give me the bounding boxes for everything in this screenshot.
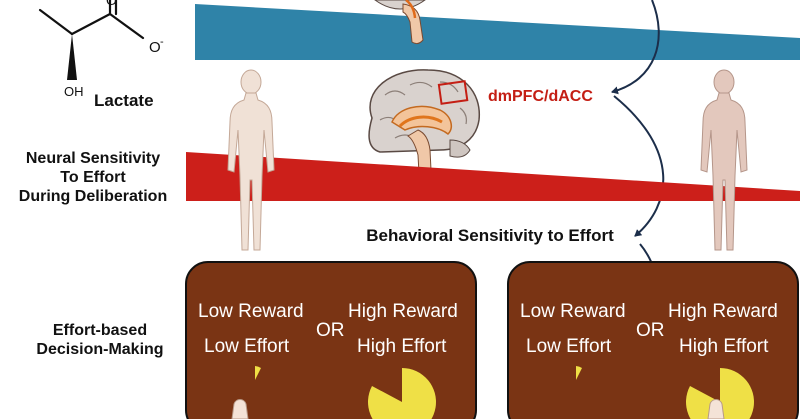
large-pie-right xyxy=(686,368,754,419)
decision-making-label: Effort-based Decision-Making xyxy=(22,322,178,360)
small-pie-right xyxy=(576,366,582,380)
left-or: OR xyxy=(316,320,345,341)
decision-label-line-2: Decision-Making xyxy=(36,340,164,358)
right-or: OR xyxy=(636,320,665,341)
right-low-effort: Low Effort xyxy=(526,336,612,357)
lactate-molecule xyxy=(38,0,145,80)
human-figure-right xyxy=(700,69,748,251)
blue-wedge-body xyxy=(195,3,800,60)
neural-label-line-3: During Deliberation xyxy=(18,187,168,205)
right-high-effort: High Effort xyxy=(679,336,769,357)
hand-right xyxy=(707,399,725,419)
neural-label-line-2: To Effort xyxy=(60,168,126,186)
large-pie-left xyxy=(368,368,436,419)
left-low-reward: Low Reward xyxy=(198,301,304,322)
behavioral-sensitivity-label: Behavioral Sensitivity to Effort xyxy=(366,226,614,245)
small-pie-left xyxy=(255,366,261,380)
hand-left xyxy=(231,399,249,419)
left-low-effort: Low Effort xyxy=(204,336,290,357)
carbonyl-oxygen: O xyxy=(106,0,117,8)
hydroxyl-label: OH xyxy=(64,84,84,99)
human-figure-left xyxy=(227,69,275,251)
brain-illustration xyxy=(368,69,480,195)
red-neural-wedge xyxy=(186,152,800,201)
carboxylate-oxygen: O xyxy=(149,39,161,56)
carboxylate-charge: - xyxy=(160,36,164,48)
right-high-reward: High Reward xyxy=(668,301,778,322)
arrow-to-behavior xyxy=(613,95,665,237)
left-high-reward: High Reward xyxy=(348,301,458,322)
neural-label-line-1: Neural Sensitivity xyxy=(25,150,161,167)
arrow-to-region xyxy=(611,0,660,95)
lactate-label: Lactate xyxy=(94,91,154,110)
right-low-reward: Low Reward xyxy=(520,301,626,322)
brain-stem-top xyxy=(374,0,426,45)
region-label: dmPFC/dACC xyxy=(488,88,593,105)
neural-sensitivity-label: Neural Sensitivity To Effort During Deli… xyxy=(0,150,186,207)
left-high-effort: High Effort xyxy=(357,336,447,357)
decision-label-line-1: Effort-based xyxy=(52,322,148,339)
